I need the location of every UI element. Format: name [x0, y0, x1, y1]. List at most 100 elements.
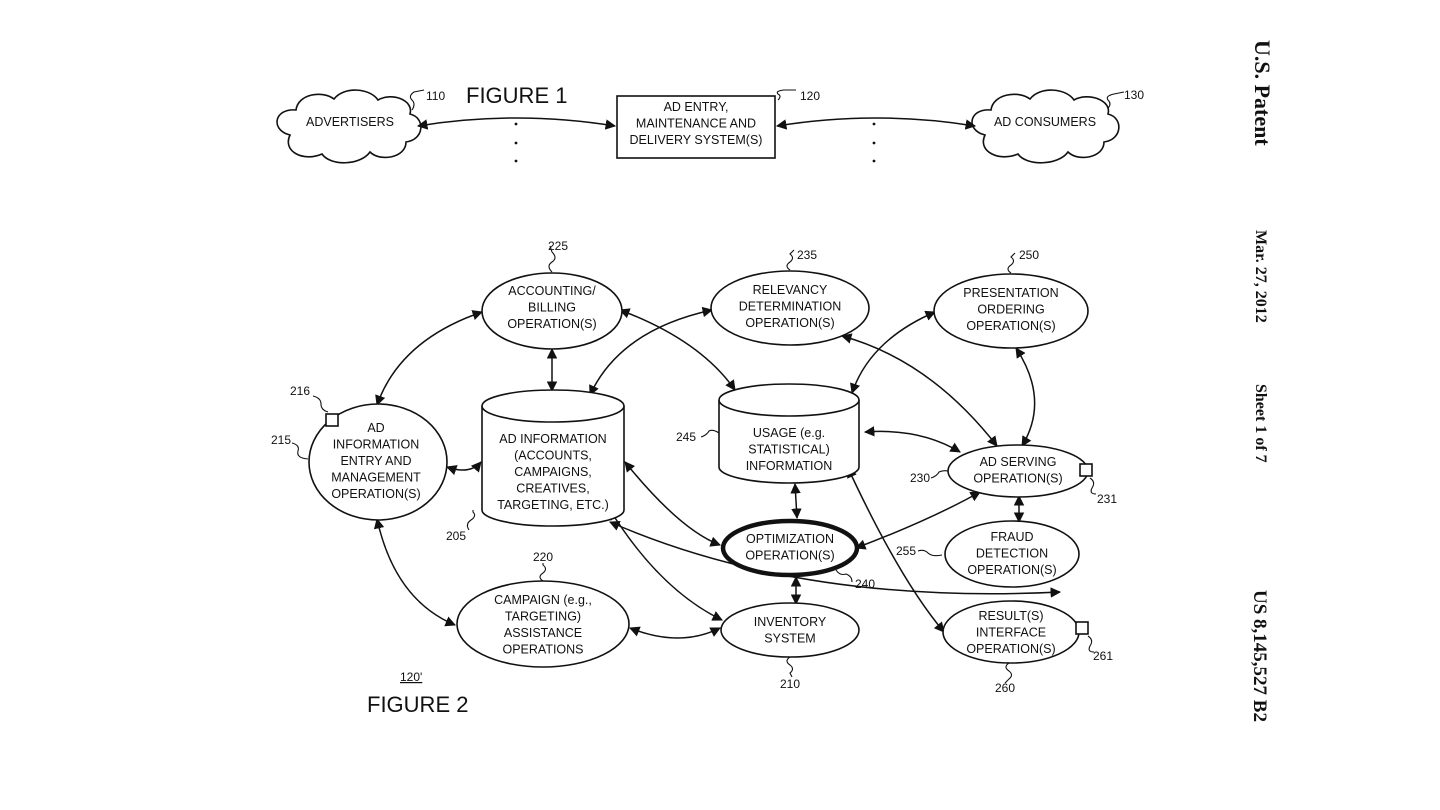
ref-205: 205: [446, 529, 466, 543]
figure-1-title: FIGURE 1: [466, 83, 567, 108]
campaign-assistance-node: CAMPAIGN (e.g., TARGETING) ASSISTANCE OPERA…: [456, 580, 630, 668]
figure-1: FIGURE 1 ADVERTISERS AD ENTRY, MAINTENANC…: [276, 83, 1144, 164]
label-line: MAINTENANCE AND: [636, 117, 756, 131]
inventory-system-label: INVENTORY SYSTEM: [754, 615, 827, 646]
label-line: RESULT(S): [978, 609, 1043, 623]
label-line: OPERATION(S): [966, 642, 1055, 656]
usage-information-database: USAGE (e.g. STATISTICAL) INFORMATION: [718, 383, 860, 484]
label-line: TARGETING, ETC.): [497, 498, 609, 512]
label-line: AD CONSUMERS: [994, 115, 1096, 129]
ellipsis-dots-left: [514, 122, 518, 163]
relevancy-determination-node: RELEVANCY DETERMINATION OPERATION(S): [710, 270, 870, 346]
ad-serving-node: AD SERVING OPERATION(S): [947, 444, 1093, 498]
inventory-system-node: INVENTORY SYSTEM: [720, 602, 860, 658]
header-patent-number: US 8,145,527 B2: [1249, 590, 1270, 722]
ad-serving-label: AD SERVING OPERATION(S): [973, 455, 1062, 486]
label-line: STATISTICAL): [748, 443, 830, 457]
patent-header: U.S. Patent Mar. 27, 2012 Sheet 1 of 7 U…: [1249, 40, 1275, 722]
ad-information-database: AD INFORMATION (ACCOUNTS, CAMPAIGNS, CREATI…: [481, 389, 625, 527]
label-line: CREATIVES,: [516, 482, 589, 496]
ref-261: 261: [1093, 649, 1113, 663]
ref-120: 120: [800, 89, 820, 103]
results-interface-node: RESULT(S) INTERFACE OPERATION(S): [942, 600, 1089, 664]
label-line: ORDERING: [977, 303, 1044, 317]
presentation-ordering-node: PRESENTATION ORDERING OPERATION(S): [933, 273, 1089, 349]
label-line: OPERATION(S): [745, 316, 834, 330]
ref-245: 245: [676, 430, 696, 444]
optimization-label: OPTIMIZATION OPERATION(S): [745, 532, 834, 563]
label-line: ENTRY AND: [340, 454, 411, 468]
label-line: INFORMATION: [746, 459, 833, 473]
label-line: INFORMATION: [333, 438, 420, 452]
ad-entry-system-box: AD ENTRY, MAINTENANCE AND DELIVERY SYSTEM(…: [616, 95, 776, 159]
ref-231: 231: [1097, 492, 1117, 506]
ref-240: 240: [855, 577, 875, 591]
ref-130: 130: [1124, 88, 1144, 102]
label-line: DETECTION: [976, 547, 1048, 561]
label-line: OPERATION(S): [966, 319, 1055, 333]
label-line: DETERMINATION: [739, 300, 842, 314]
label-line: CAMPAIGN (e.g.,: [494, 593, 592, 607]
label-line: OPERATION(S): [745, 549, 834, 563]
optimization-node: OPTIMIZATION OPERATION(S): [720, 518, 860, 578]
label-line: AD ENTRY,: [664, 100, 729, 114]
label-line: CAMPAIGNS,: [514, 465, 592, 479]
label-line: AD SERVING: [980, 455, 1057, 469]
ref-260: 260: [995, 681, 1015, 695]
label-line: USAGE (e.g.: [753, 426, 825, 440]
ad-information-database-label: AD INFORMATION (ACCOUNTS, CAMPAIGNS, CREATI…: [497, 432, 609, 512]
usage-information-label: USAGE (e.g. STATISTICAL) INFORMATION: [746, 426, 833, 473]
ref-235: 235: [797, 248, 817, 262]
ad-entry-system-label: AD ENTRY, MAINTENANCE AND DELIVERY SYSTEM(…: [630, 100, 763, 147]
accounting-billing-label: ACCOUNTING/BILLING OPERATION(S): [507, 284, 596, 331]
campaign-assistance-label: CAMPAIGN (e.g., TARGETING) ASSISTANCE OPERA…: [494, 593, 592, 657]
label-line: AD INFORMATION: [499, 432, 606, 446]
ref-216: 216: [290, 384, 310, 398]
label-line: INVENTORY: [754, 615, 827, 629]
ref-250: 250: [1019, 248, 1039, 262]
label-line: AD: [367, 421, 384, 435]
label-line: OPERATION(S): [331, 487, 420, 501]
label-line: DELIVERY SYSTEM(S): [630, 133, 763, 147]
label-line: ACCOUNTING/: [508, 284, 596, 298]
label-line: TARGETING): [505, 610, 581, 624]
fraud-detection-node: FRAUD DETECTION OPERATION(S): [944, 520, 1080, 588]
ad-consumers-label: AD CONSUMERS: [994, 115, 1096, 129]
label-line: ASSISTANCE: [504, 626, 582, 640]
presentation-ordering-label: PRESENTATION ORDERING OPERATION(S): [963, 286, 1058, 333]
ref-230: 230: [910, 471, 930, 485]
results-interface-label: RESULT(S) INTERFACE OPERATION(S): [966, 609, 1055, 656]
figure-2: FIGURE 2 120' ACCOUNTIN: [271, 239, 1117, 717]
fraud-detection-label: FRAUD DETECTION OPERATION(S): [967, 530, 1056, 577]
relevancy-determination-label: RELEVANCY DETERMINATION OPERATION(S): [739, 283, 842, 330]
advertisers-label: ADVERTISERS: [306, 115, 394, 129]
advertisers-cloud: ADVERTISERS: [276, 89, 422, 164]
ref-210: 210: [780, 677, 800, 691]
label-line: OPERATIONS: [502, 643, 583, 657]
ad-info-entry-node: AD INFORMATION ENTRY AND MANAGEMENT OPERATIO…: [308, 403, 448, 521]
header-sheet: Sheet 1 of 7: [1252, 384, 1269, 463]
ellipsis-dots-right: [872, 122, 876, 163]
label-line: FRAUD: [990, 530, 1033, 544]
label-line: OPERATION(S): [507, 317, 596, 331]
ref-215: 215: [271, 433, 291, 447]
label-line: OPERATION(S): [973, 472, 1062, 486]
ref-220: 220: [533, 550, 553, 564]
label-line: OPERATION(S): [967, 563, 1056, 577]
header-patent-label: U.S. Patent: [1250, 40, 1275, 146]
label-line: ADVERTISERS: [306, 115, 394, 129]
label-line: MANAGEMENT: [331, 471, 421, 485]
label-line: (ACCOUNTS,: [514, 449, 592, 463]
ref-225: 225: [548, 239, 568, 253]
label-line: OPTIMIZATION: [746, 532, 834, 546]
label-line: PRESENTATION: [963, 286, 1058, 300]
ref-110: 110: [426, 89, 445, 103]
label-line: BILLING: [528, 301, 576, 315]
ref-120-prime: 120': [400, 670, 422, 684]
label-line: RELEVANCY: [753, 283, 828, 297]
ref-255: 255: [896, 544, 916, 558]
label-line: SYSTEM: [764, 632, 815, 646]
header-date: Mar. 27, 2012: [1252, 230, 1269, 323]
label-line: INTERFACE: [976, 626, 1046, 640]
ad-info-entry-label: AD INFORMATION ENTRY AND MANAGEMENT OPERATIO…: [331, 421, 421, 501]
